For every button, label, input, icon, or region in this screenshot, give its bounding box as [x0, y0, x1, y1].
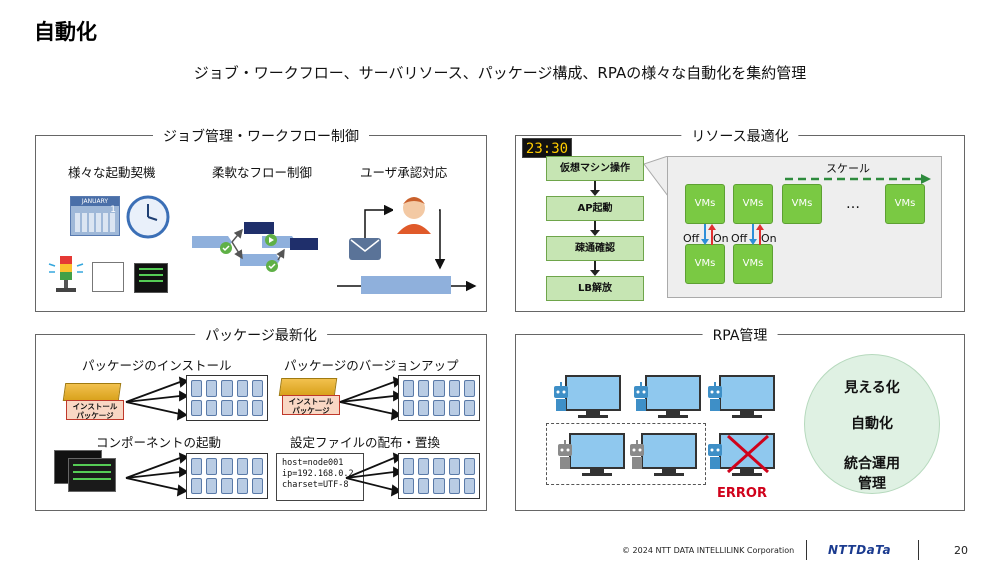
config-line: charset=UTF-8	[282, 480, 349, 490]
package-update-panel: パッケージ最新化	[35, 325, 487, 511]
rpa-benefits-circle: 見える化 自動化 統合運用 管理	[804, 354, 940, 494]
robot-monitor-icon	[632, 374, 702, 424]
error-label: ERROR	[717, 486, 767, 501]
page-subtitle: ジョブ・ワークフロー、サーバリソース、パッケージ構成、RPAの様々な自動化を集約…	[193, 64, 807, 82]
flow-arrows	[588, 181, 602, 281]
page-title: 自動化	[34, 20, 97, 44]
vm-box: VMs	[733, 244, 773, 284]
job-management-panel: ジョブ管理・ワークフロー制御	[35, 126, 487, 312]
upgrade-arrows	[338, 376, 403, 426]
approval-label: ユーザ承認対応	[360, 165, 448, 180]
server-rack	[186, 453, 268, 499]
config-distribute-label: 設定ファイルの配布・置換	[290, 435, 441, 450]
calendar-day: 1	[110, 205, 116, 215]
benefit-automation: 自動化	[851, 416, 893, 432]
robot-monitor-icon	[552, 374, 622, 424]
benefit-integrated-operation: 統合運用	[844, 456, 900, 472]
on-label: On	[713, 232, 729, 245]
job-panel-title: ジョブ管理・ワークフロー制御	[153, 126, 369, 146]
package-tag-line2: パッケージ	[76, 411, 114, 420]
vm-box: VMs	[685, 184, 725, 224]
benefit-visualization: 見える化	[844, 380, 900, 396]
component-arrows	[124, 452, 189, 502]
install-arrows	[124, 376, 189, 426]
step-ap-start: AP起動	[546, 196, 644, 221]
vm-box: VMs	[885, 184, 925, 224]
page-number: 20	[954, 544, 968, 557]
footer-divider	[918, 540, 919, 560]
step-lb-release: LB解放	[546, 276, 644, 301]
server-rack	[186, 375, 268, 421]
flow-control-label: 柔軟なフロー制御	[212, 165, 313, 180]
idle-robot-monitor-icon	[556, 432, 626, 482]
package-tag-line2: パッケージ	[292, 406, 330, 415]
error-monitor-icon	[706, 432, 776, 482]
step-vm-operation: 仮想マシン操作	[546, 156, 644, 181]
idle-robot-monitor-icon	[628, 432, 698, 482]
clock-icon	[126, 195, 170, 243]
digital-clock: 23:30	[522, 138, 572, 158]
rpa-panel-title: RPA管理	[702, 325, 778, 345]
vm-box: VMs	[685, 244, 725, 284]
package-tag-line1: インストール	[72, 402, 118, 411]
company-logo: NTTDaTa	[828, 543, 892, 557]
config-line: host=node001	[282, 458, 344, 468]
footer-divider	[806, 540, 807, 560]
calendar-icon: JANUARY 1	[70, 196, 120, 236]
footer-copyright: © 2024 NTT DATA INTELLILINK Corporation	[622, 546, 795, 555]
scale-arrow	[785, 170, 933, 189]
on-label: On	[761, 232, 777, 245]
approval-diagram	[335, 190, 480, 299]
rpa-management-panel: RPA管理	[515, 325, 965, 511]
step-connectivity-check: 疎通確認	[546, 236, 644, 261]
resource-optimization-panel: リソース最適化	[515, 126, 965, 312]
scale-label: スケール	[826, 162, 870, 175]
upgrade-label: パッケージのバージョンアップ	[284, 358, 459, 373]
server-rack	[398, 453, 480, 499]
on-off-arrows	[700, 224, 770, 250]
package-tag-line1: インストール	[288, 397, 334, 406]
package-panel-title: パッケージ最新化	[195, 325, 327, 345]
resource-panel-title: リソース最適化	[681, 126, 799, 146]
console-screen-icon	[134, 263, 168, 293]
benefit-management: 管理	[858, 476, 886, 492]
dashed-group	[546, 423, 706, 485]
calendar-month: JANUARY	[71, 197, 119, 206]
trigger-label: 様々な起動契機	[68, 165, 156, 180]
vm-box: VMs	[782, 184, 822, 224]
flow-control-diagram	[192, 218, 322, 282]
vm-box: VMs	[733, 184, 773, 224]
robot-monitor-icon	[706, 374, 776, 424]
off-label: Off	[683, 232, 700, 245]
install-label: パッケージのインストール	[82, 358, 232, 373]
signal-tower-icon	[46, 254, 86, 298]
config-line: ip=192.168.0.2	[282, 469, 354, 479]
document-icon	[92, 262, 124, 292]
vm-ellipsis: …	[846, 196, 860, 212]
config-arrows	[344, 452, 403, 502]
off-label: Off	[731, 232, 748, 245]
component-start-label: コンポーネントの起動	[96, 435, 222, 450]
server-rack	[398, 375, 480, 421]
